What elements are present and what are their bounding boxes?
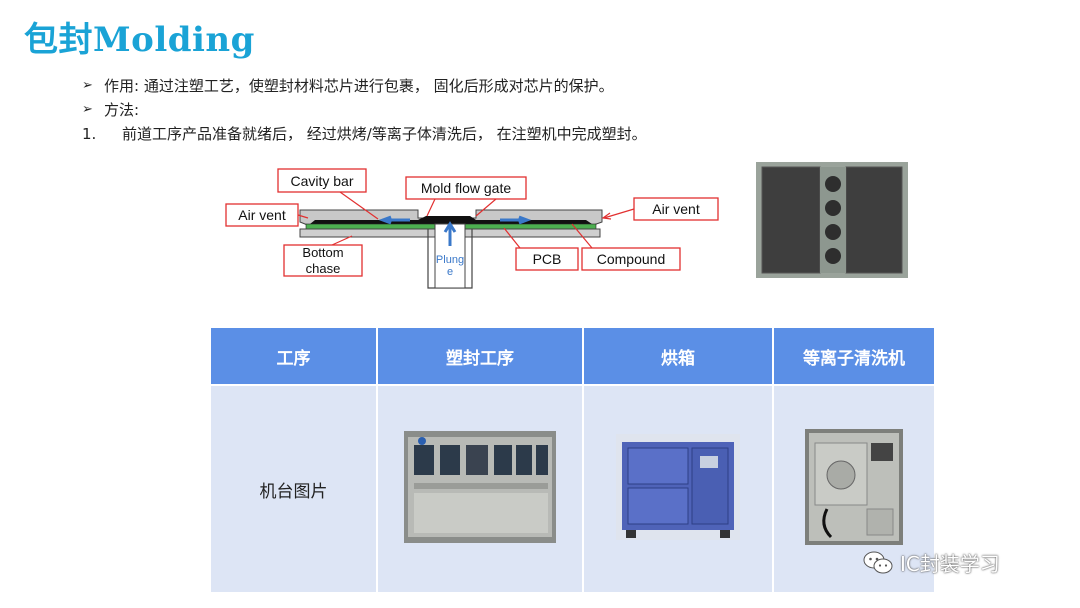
callout-bottom-chase-box [283, 244, 363, 277]
leader-line [503, 227, 521, 249]
molding-cross-section-diagram: Cavity bar Mold flow gate Air vent Air v… [225, 168, 719, 289]
molding-machine-image [404, 430, 556, 543]
table-header: 烘箱 [583, 328, 774, 385]
callout-compound: Compound [597, 251, 666, 267]
plasma-cleaner-image [805, 428, 903, 545]
leader-line [297, 214, 309, 219]
bullet-item-method: ➢ 方法: [82, 98, 647, 122]
table-row: 机台图片 [211, 384, 934, 592]
bullet-text: 方法: [104, 101, 140, 119]
leader-line [339, 191, 379, 220]
callout-bottom-chase-line1: Bottom [302, 245, 343, 260]
plasma-cleaner-cell [773, 384, 934, 592]
leader-arrow [601, 208, 635, 220]
step-number: 1. [82, 125, 97, 143]
plunger-label-line1: Plung [436, 254, 464, 266]
molded-strip-photo [756, 162, 908, 278]
flow-arrow-left [378, 215, 410, 225]
oven-cell [583, 384, 774, 592]
callout-mold-flow-gate: Mold flow gate [421, 180, 511, 196]
table-header: 工序 [211, 328, 378, 385]
leader-line [475, 198, 497, 217]
callout-mold-flow-gate-box [405, 176, 527, 200]
page-title: 包封Molding [24, 20, 255, 60]
numbered-step: 1. 前道工序产品准备就绪后， 经过烘烤/等离子体清洗后， 在注塑机中完成塑封。 [82, 122, 647, 146]
callout-pcb: PCB [533, 251, 562, 267]
callout-air-vent-left: Air vent [238, 207, 286, 223]
plunger-label-line2: e [447, 266, 453, 278]
flow-arrow-up [443, 221, 457, 246]
step-text: 前道工序产品准备就绪后， 经过烘烤/等离子体清洗后， 在注塑机中完成塑封。 [122, 125, 647, 143]
callout-air-vent-right: Air vent [652, 201, 700, 217]
molding-machine-cell [377, 384, 584, 592]
table-header-row: 工序 塑封工序 烘箱 等离子清洗机 [211, 328, 934, 385]
callout-compound-box [581, 247, 681, 271]
watermark: IC封装学习 [862, 548, 1000, 577]
arrow-bullet-icon: ➢ [82, 78, 93, 93]
leader-line [571, 223, 593, 249]
bullet-text: 作用: 通过注塑工艺，使塑封材料芯片进行包裹， 固化后形成对芯片的保护。 [104, 77, 614, 95]
table-row-label: 机台图片 [211, 384, 378, 592]
watermark-text: IC封装学习 [900, 552, 1000, 576]
table-header: 等离子清洗机 [773, 328, 934, 385]
leader-line [426, 198, 436, 217]
table-header: 塑封工序 [377, 328, 584, 385]
callout-cavity-bar-box [277, 168, 367, 193]
flow-arrow-right [500, 215, 532, 225]
equipment-table: 工序 塑封工序 烘箱 等离子清洗机 机台图片 [211, 328, 934, 592]
callout-pcb-box [515, 247, 579, 271]
arrow-bullet-icon: ➢ [82, 102, 93, 117]
callout-cavity-bar: Cavity bar [290, 173, 353, 189]
callout-bottom-chase-line2: chase [306, 261, 341, 276]
bullet-list: ➢ 作用: 通过注塑工艺，使塑封材料芯片进行包裹， 固化后形成对芯片的保护。 ➢… [82, 74, 647, 146]
bullet-item-function: ➢ 作用: 通过注塑工艺，使塑封材料芯片进行包裹， 固化后形成对芯片的保护。 [82, 74, 647, 98]
oven-image [616, 433, 740, 540]
wechat-icon [863, 551, 893, 573]
leader-line [331, 235, 353, 246]
